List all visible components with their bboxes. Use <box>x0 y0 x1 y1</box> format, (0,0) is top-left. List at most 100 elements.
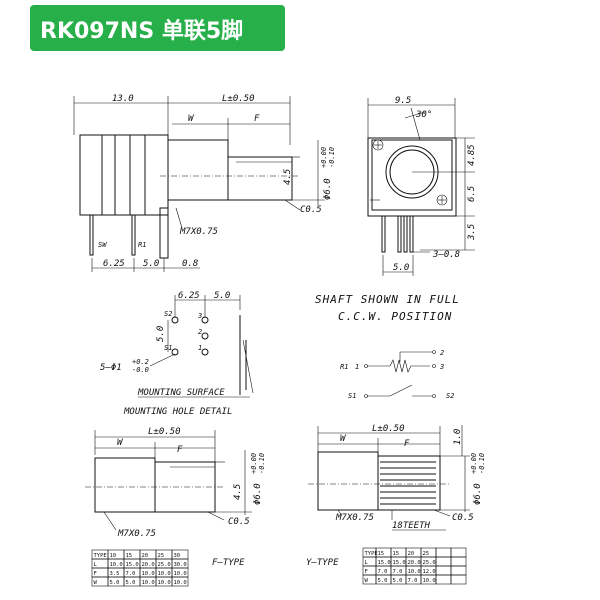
table-cell: 10.0 <box>142 571 155 577</box>
table-cell: 15.0 <box>393 560 406 566</box>
hole-detail-caption: MOUNTING HOLE DETAIL <box>123 407 232 417</box>
table-cell: 10.0 <box>408 569 421 575</box>
f-dim-phi6: Φ6.0 <box>253 483 263 505</box>
hole-dim-6.25: 6.25 <box>178 291 200 301</box>
table-cell: 5.0 <box>126 580 136 586</box>
shaft-note-line2: C.C.W. POSITION <box>338 310 452 323</box>
y-type-view: L±0.50 W F 1.0 Φ6.0 +0.00 -0.10 C0.5 M7X… <box>306 424 486 568</box>
f-tol-top: +0.00 <box>250 453 258 474</box>
table-cell: 3.5 <box>110 571 120 577</box>
schem-n2: 2 <box>440 349 444 357</box>
table-cell: 7.0 <box>378 569 388 575</box>
table-cell: 7.0 <box>126 571 136 577</box>
table-cell: 20.0 <box>142 562 155 568</box>
schem-s1: S1 <box>348 392 356 400</box>
table-cell: 10.0 <box>158 571 171 577</box>
y-thread: M7X0.75 <box>335 513 374 523</box>
f-dim-F: F <box>177 445 183 455</box>
table-cell: 30.0 <box>174 562 187 568</box>
table-cell: 10.0 <box>110 562 123 568</box>
dim-0.8: 0.8 <box>182 259 198 269</box>
dim-3.5: 3.5 <box>467 224 477 241</box>
f-tol-bot: -0.10 <box>258 453 266 474</box>
label-sw: SW <box>98 241 107 249</box>
y-dim-1.0: 1.0 <box>453 429 463 445</box>
table-cell: 5.0 <box>393 578 403 584</box>
table-cell: 25 <box>158 553 165 559</box>
y-dim-F: F <box>404 439 410 449</box>
f-dim-L: L±0.50 <box>148 427 181 437</box>
y-type-label: Y—TYPE <box>306 558 339 568</box>
table-cell: W <box>94 580 98 586</box>
dim-6.5: 6.5 <box>467 186 477 202</box>
dim-4.5: 4.5 <box>283 169 293 185</box>
y-tol-bot: -0.10 <box>478 453 486 474</box>
table-cell: TYPE <box>365 551 378 557</box>
product-title: RK097NS 单联5脚 <box>40 19 244 44</box>
dim-6.25: 6.25 <box>103 259 125 269</box>
f-chamfer: C0.5 <box>228 517 250 527</box>
table-cell: 25.0 <box>158 562 171 568</box>
dim-phi6-tol-bot: -0.10 <box>328 147 336 168</box>
table-cell: L <box>94 562 98 568</box>
table-cell: L <box>365 560 369 566</box>
table-cell: 20 <box>142 553 149 559</box>
table-cell: TYPE <box>94 553 107 559</box>
schem-n3: 3 <box>439 363 444 371</box>
schem-s2: S2 <box>446 392 454 400</box>
y-dim-L: L±0.50 <box>372 424 405 434</box>
thread-label: M7X0.75 <box>179 227 218 237</box>
y-dim-phi6: Φ6.0 <box>473 483 483 505</box>
dim-L: L±0.50 <box>222 94 255 104</box>
dim-W: W <box>188 114 195 124</box>
y-tol-top: +0.00 <box>470 453 478 474</box>
table-cell: 30 <box>174 553 181 559</box>
table-cell-border <box>435 565 452 576</box>
hole-dim-5.0-side: 5.0 <box>156 326 166 342</box>
dim-phi6: Φ6.0 <box>323 178 333 200</box>
table-cell: 5.0 <box>110 580 120 586</box>
hole-spec: 5—Φ1 <box>100 363 122 373</box>
table-cell: 15.0 <box>378 560 391 566</box>
pin-s1: S1 <box>164 344 172 352</box>
table-cell: 15.0 <box>126 562 139 568</box>
table-cell: 15 <box>378 551 385 557</box>
dim-3-0.8: 3—0.8 <box>432 250 460 260</box>
table-cell: F <box>94 571 97 577</box>
hole-dim-5.0: 5.0 <box>214 291 230 301</box>
table-cell: 10.0 <box>142 580 155 586</box>
dim-5.0: 5.0 <box>143 259 159 269</box>
table-cell: 20 <box>408 551 415 557</box>
table-cell: 7.0 <box>408 578 418 584</box>
shaft-note-line1: SHAFT SHOWN IN FULL <box>315 293 460 306</box>
f-type-label: F—TYPE <box>212 558 245 568</box>
dim-4.85: 4.85 <box>467 144 477 166</box>
dim-9.5: 9.5 <box>395 96 411 106</box>
table-cell: 15 <box>126 553 133 559</box>
table-cell: 25.0 <box>423 560 436 566</box>
dim-F: F <box>254 114 260 124</box>
pin-3: 3 <box>197 312 202 320</box>
table-cell-border <box>171 576 189 587</box>
table-cell-border <box>450 547 467 558</box>
pin-1: 1 <box>198 344 202 352</box>
dim-5.0-front: 5.0 <box>393 263 409 273</box>
table-cell-border <box>450 565 467 576</box>
front-view: 9.5 30° 4.85 6.5 3.5 3—0.8 <box>367 96 477 276</box>
table-cell: 10.0 <box>174 571 187 577</box>
hole-tol-bot: -0.0 <box>132 366 149 374</box>
y-dim-W: W <box>340 434 347 444</box>
table-cell: 10.0 <box>423 578 436 584</box>
table-cell: 20.0 <box>408 560 421 566</box>
title-banner: RK097NS 单联5脚 <box>30 5 285 51</box>
dim-30deg: 30° <box>415 110 432 120</box>
table-cell: 15 <box>393 551 400 557</box>
label-r1: R1 <box>138 241 146 249</box>
f-type-view: L±0.50 W F 4.5 Φ6.0 +0.00 -0.10 C0.5 M7X… <box>85 427 266 568</box>
f-thread: M7X0.75 <box>117 529 156 539</box>
mounting-hole-detail: 6.25 5.0 5.0 S2 S1 3 2 1 5—Φ1 +0.2 -0.0 … <box>100 291 254 417</box>
pin-2: 2 <box>198 328 202 336</box>
